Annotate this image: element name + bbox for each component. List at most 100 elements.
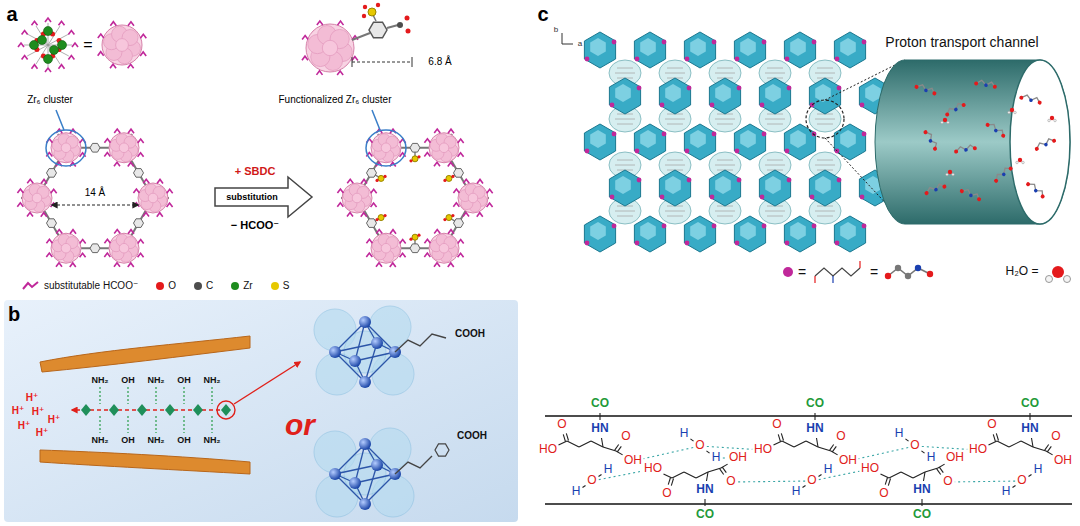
framework-polyhedron xyxy=(634,216,665,252)
molecule xyxy=(943,101,966,118)
cluster-shell xyxy=(109,133,139,163)
guest-dot xyxy=(837,86,842,91)
polyhedron-face xyxy=(665,176,681,194)
zirconium-ball xyxy=(44,27,53,36)
bond-line xyxy=(921,451,924,453)
backbone-line xyxy=(545,503,1072,505)
oxygen-atom: O xyxy=(662,487,671,501)
bond-line xyxy=(708,468,721,472)
panel-c-art xyxy=(562,32,1071,283)
formate-mark xyxy=(347,179,353,183)
guest-dot xyxy=(735,241,740,246)
framework-polyhedron xyxy=(784,124,815,160)
bond-line xyxy=(615,444,619,450)
formate-mark xyxy=(458,139,464,143)
formate-mark xyxy=(114,230,120,234)
oxygen-ball xyxy=(1034,146,1039,151)
hydrogen-bond xyxy=(211,416,212,433)
oxygen-ball xyxy=(932,91,937,96)
framework-polyhedron xyxy=(584,32,615,68)
formate-mark xyxy=(463,213,469,217)
proton-label: H⁺ xyxy=(36,427,49,439)
molecule xyxy=(953,144,977,154)
formate-mark xyxy=(110,64,116,68)
formate-mark xyxy=(46,253,52,257)
hydrogen-bond xyxy=(955,481,1015,483)
formate-mark xyxy=(487,189,493,193)
mof-framework xyxy=(17,129,172,267)
zr6-cluster xyxy=(104,129,143,166)
guest-dot xyxy=(862,40,867,45)
channel-hatch xyxy=(815,211,835,212)
formate-mark xyxy=(448,162,454,166)
channel-hatch xyxy=(765,211,785,212)
axis-label: a xyxy=(578,39,582,48)
formate-mark xyxy=(477,213,483,217)
nitrogen-ball xyxy=(964,148,968,152)
hydroxyl-group: HO xyxy=(754,443,772,457)
guest-dot xyxy=(660,195,665,200)
bond-line xyxy=(996,433,998,440)
cluster-core xyxy=(116,39,129,52)
formate-mark xyxy=(167,189,173,193)
cluster-shell xyxy=(371,133,401,163)
bond-line xyxy=(617,446,621,452)
guest-dot xyxy=(662,40,667,45)
cluster-sphere xyxy=(349,355,361,367)
formate-mark xyxy=(390,230,396,234)
oxygen-atom: O xyxy=(1017,474,1026,488)
molecule xyxy=(1025,180,1046,199)
channel-hatch xyxy=(715,119,735,120)
oxygen-ball xyxy=(375,218,378,221)
framework-polyhedron xyxy=(659,78,690,114)
bond-line xyxy=(672,472,684,478)
nitrogen-ball xyxy=(993,128,998,133)
carbon-ball xyxy=(397,22,403,28)
formate-mark xyxy=(80,253,86,257)
oxygen-ball xyxy=(1037,100,1042,105)
zr6-cluster xyxy=(366,129,405,166)
bond-line xyxy=(1012,485,1015,487)
molecule xyxy=(992,164,1013,183)
sbdc-linker xyxy=(352,3,411,40)
equals-sign: = xyxy=(870,264,878,280)
formate-mark xyxy=(347,213,353,217)
guest-diamond xyxy=(221,404,231,416)
polyhedron-face xyxy=(590,222,606,240)
oxygen-atom: O xyxy=(987,418,996,432)
guest-dot xyxy=(837,178,842,183)
guest-dot xyxy=(762,40,767,45)
legend-swatch xyxy=(231,282,239,290)
framework-polyhedron xyxy=(809,78,840,114)
bond-line xyxy=(814,276,815,283)
molecule-chain xyxy=(976,79,995,86)
guest-diamond xyxy=(137,404,147,416)
molecule-chain xyxy=(988,122,1006,136)
formate-mark xyxy=(114,263,120,267)
oxygen-ball xyxy=(1019,95,1024,100)
zirconium-ball xyxy=(58,41,67,50)
bond-line xyxy=(720,469,724,475)
bond-line xyxy=(668,478,670,485)
oxygen-ball xyxy=(942,184,947,189)
oxygen-ball xyxy=(383,214,386,217)
linker-ring xyxy=(134,169,144,178)
highlight-line xyxy=(372,110,380,130)
formate-mark xyxy=(317,21,323,25)
formate-mark xyxy=(70,263,76,267)
hollow-arrow xyxy=(215,177,312,217)
guest-dot xyxy=(637,178,642,183)
framework-polyhedron xyxy=(634,124,665,160)
polyhedron-face xyxy=(615,84,631,102)
channel-hatch xyxy=(615,165,635,166)
panel-b-art xyxy=(4,300,518,522)
channel-hatch xyxy=(665,73,685,74)
polyhedron-face xyxy=(590,38,606,56)
linker-line xyxy=(444,198,473,248)
channel-hatch xyxy=(767,68,783,69)
oxygen-ball xyxy=(409,238,412,241)
formate-mark xyxy=(302,35,308,39)
oxygen-ball xyxy=(993,84,998,89)
water-hydrogen xyxy=(941,121,944,124)
formate-mark xyxy=(56,263,62,267)
